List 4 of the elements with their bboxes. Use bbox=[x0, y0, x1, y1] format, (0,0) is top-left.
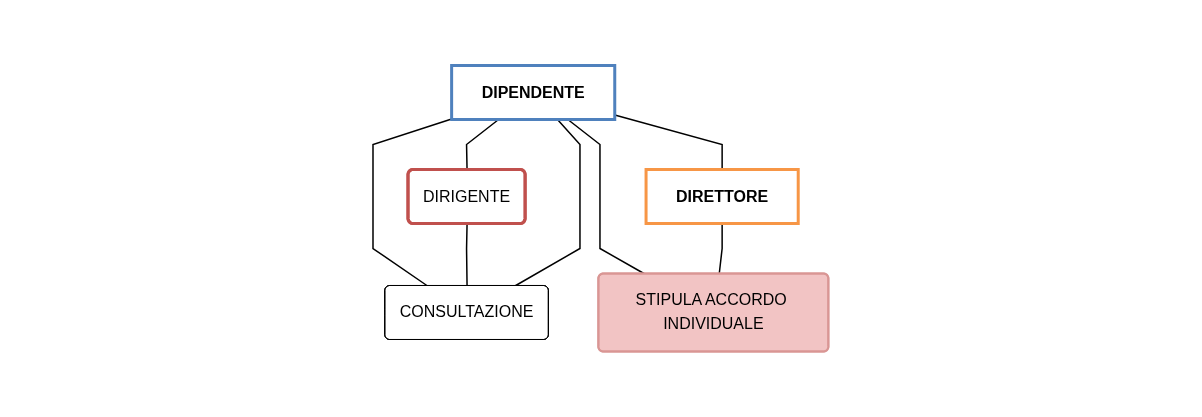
connector bbox=[466, 223, 469, 287]
node-box: DIPENDENTE bbox=[450, 64, 617, 121]
connector bbox=[372, 118, 453, 287]
node-box: DIRETTORE bbox=[644, 168, 800, 225]
